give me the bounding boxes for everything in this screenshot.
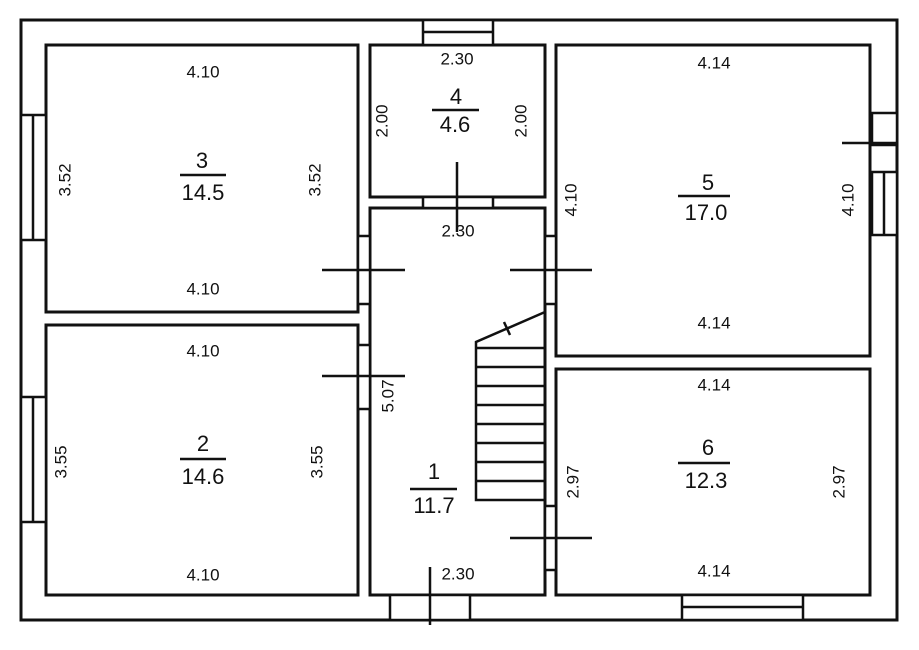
dimension-label: 4.10 (186, 279, 219, 298)
room-5-labels: 5 17.0 4.14 4.14 4.10 4.10 (561, 53, 857, 332)
room-3-labels: 3 14.5 4.10 4.10 3.52 3.52 (55, 62, 324, 298)
dimension-label: 4.10 (561, 183, 580, 216)
dimension-label: 4.10 (838, 183, 857, 216)
room-4-labels: 4 4.6 2.30 2.00 2.00 (372, 49, 530, 137)
dimension-label: 2.00 (511, 104, 530, 137)
room-number: 3 (196, 148, 208, 173)
room-1-labels: 1 11.7 2.30 2.30 5.07 (378, 221, 474, 583)
room-area: 12.3 (685, 468, 728, 493)
dimension-label: 4.14 (697, 53, 730, 72)
staircase (474, 310, 546, 502)
dimension-label: 3.55 (307, 445, 326, 478)
room-area: 17.0 (685, 200, 728, 225)
room-number: 4 (450, 84, 462, 109)
dimension-label: 3.52 (305, 163, 324, 196)
room-5 (554, 43, 872, 358)
room-number: 2 (197, 431, 209, 456)
dimension-label: 3.55 (51, 445, 70, 478)
room-2-labels: 2 14.6 4.10 4.10 3.55 3.55 (51, 341, 326, 584)
room-area: 14.5 (182, 180, 225, 205)
dimension-label: 4.14 (697, 375, 730, 394)
dimension-label: 2.30 (441, 564, 474, 583)
room-6-labels: 6 12.3 4.14 4.14 2.97 2.97 (563, 375, 848, 580)
door-marks (322, 141, 897, 625)
room-number: 6 (702, 435, 714, 460)
dimension-label: 2.97 (563, 465, 582, 498)
dimension-label: 4.10 (186, 341, 219, 360)
dimension-label: 5.07 (378, 379, 397, 412)
dimension-label: 3.52 (55, 163, 74, 196)
dimension-label: 2.30 (441, 221, 474, 240)
dimension-label: 2.30 (440, 49, 473, 68)
room-area: 4.6 (440, 112, 471, 137)
room-number: 1 (428, 459, 440, 484)
dimension-label: 4.14 (697, 313, 730, 332)
dimension-label: 4.14 (697, 561, 730, 580)
dimension-label: 2.97 (829, 465, 848, 498)
room-area: 11.7 (413, 493, 454, 518)
dimension-label: 2.00 (372, 104, 391, 137)
room-number: 5 (702, 170, 714, 195)
dimension-label: 4.10 (186, 565, 219, 584)
dimension-label: 4.10 (186, 62, 219, 81)
room-area: 14.6 (182, 464, 225, 489)
